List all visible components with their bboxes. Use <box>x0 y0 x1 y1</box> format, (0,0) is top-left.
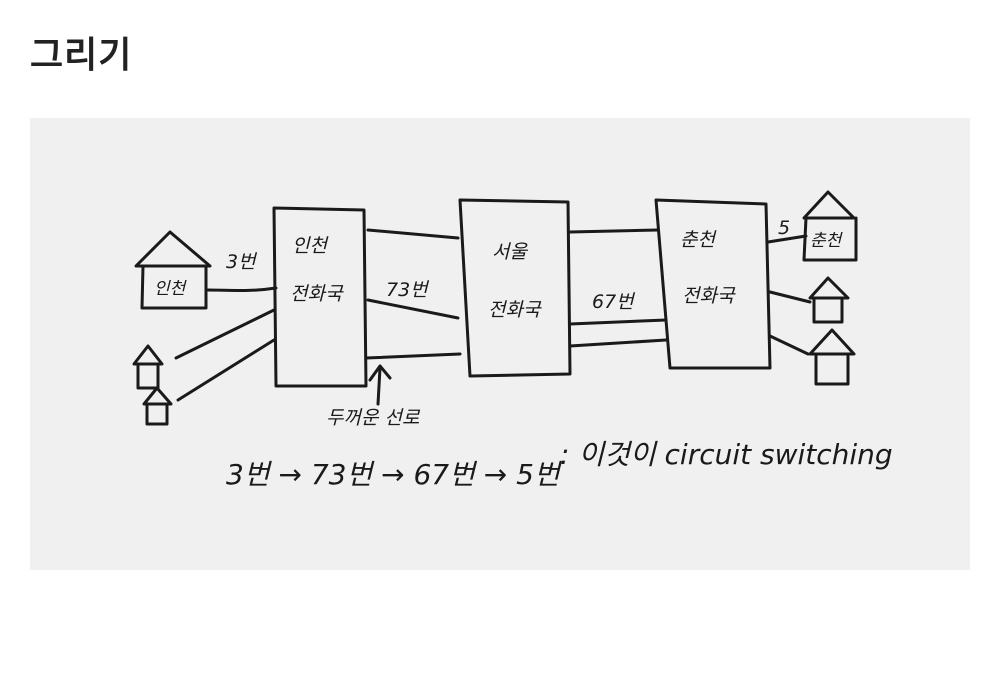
label-5: 5 <box>778 217 790 239</box>
incheon-exchange-label-2: 전화국 <box>290 283 344 305</box>
incheon-exchange-label-1: 인천 <box>292 235 329 257</box>
circuit-switching-sketch: 인천 3번 인천 전화국 73번 두꺼운 선로 서울 <box>132 190 893 491</box>
sketch-image: 인천 3번 인천 전화국 73번 두꺼운 선로 서울 <box>30 118 970 570</box>
line-seoul-chuncheon-mid <box>568 318 668 326</box>
seoul-exchange: 서울 전화국 <box>458 198 572 378</box>
incheon-exchange: 인천 전화국 <box>272 206 368 388</box>
chuncheon-exchange: 춘천 전화국 <box>654 198 772 370</box>
chuncheon-house-label: 춘천 <box>810 231 844 251</box>
page-title: 그리기 <box>30 35 133 76</box>
line-chuncheon-small-2 <box>768 334 810 356</box>
line-incheon-seoul-mid <box>366 298 460 320</box>
seoul-exchange-label-2: 전화국 <box>488 299 542 321</box>
line-house-to-incheon <box>206 286 278 292</box>
chuncheon-exchange-label-2: 전화국 <box>682 285 736 307</box>
seoul-exchange-label-1: 서울 <box>492 241 528 263</box>
line-small-house-2 <box>176 338 276 402</box>
chuncheon-exchange-label-1: 춘천 <box>680 229 717 251</box>
line-chuncheon-house <box>766 234 808 244</box>
label-73bun: 73번 <box>386 279 430 301</box>
small-houses-right <box>808 276 856 386</box>
label-67bun: 67번 <box>592 291 636 313</box>
thick-line-label: 두꺼운 선로 <box>326 407 421 429</box>
incheon-house: 인천 <box>134 230 212 310</box>
chuncheon-house: 춘천 <box>802 190 858 262</box>
line-seoul-chuncheon-top <box>568 228 660 234</box>
line-seoul-chuncheon-bottom <box>568 338 668 348</box>
thick-line-arrow <box>368 364 392 406</box>
incheon-house-label: 인천 <box>154 279 188 299</box>
line-incheon-seoul-bottom <box>364 352 462 360</box>
caption-path: 3번 → 73번 → 67번 → 5번 <box>226 458 563 491</box>
line-chuncheon-small-1 <box>768 290 812 304</box>
caption-note: : 이것이 circuit switching <box>560 438 893 471</box>
label-3bun: 3번 <box>226 251 258 273</box>
line-small-house-1 <box>174 308 276 360</box>
small-houses-left <box>132 344 173 426</box>
line-incheon-seoul-top <box>366 228 460 240</box>
